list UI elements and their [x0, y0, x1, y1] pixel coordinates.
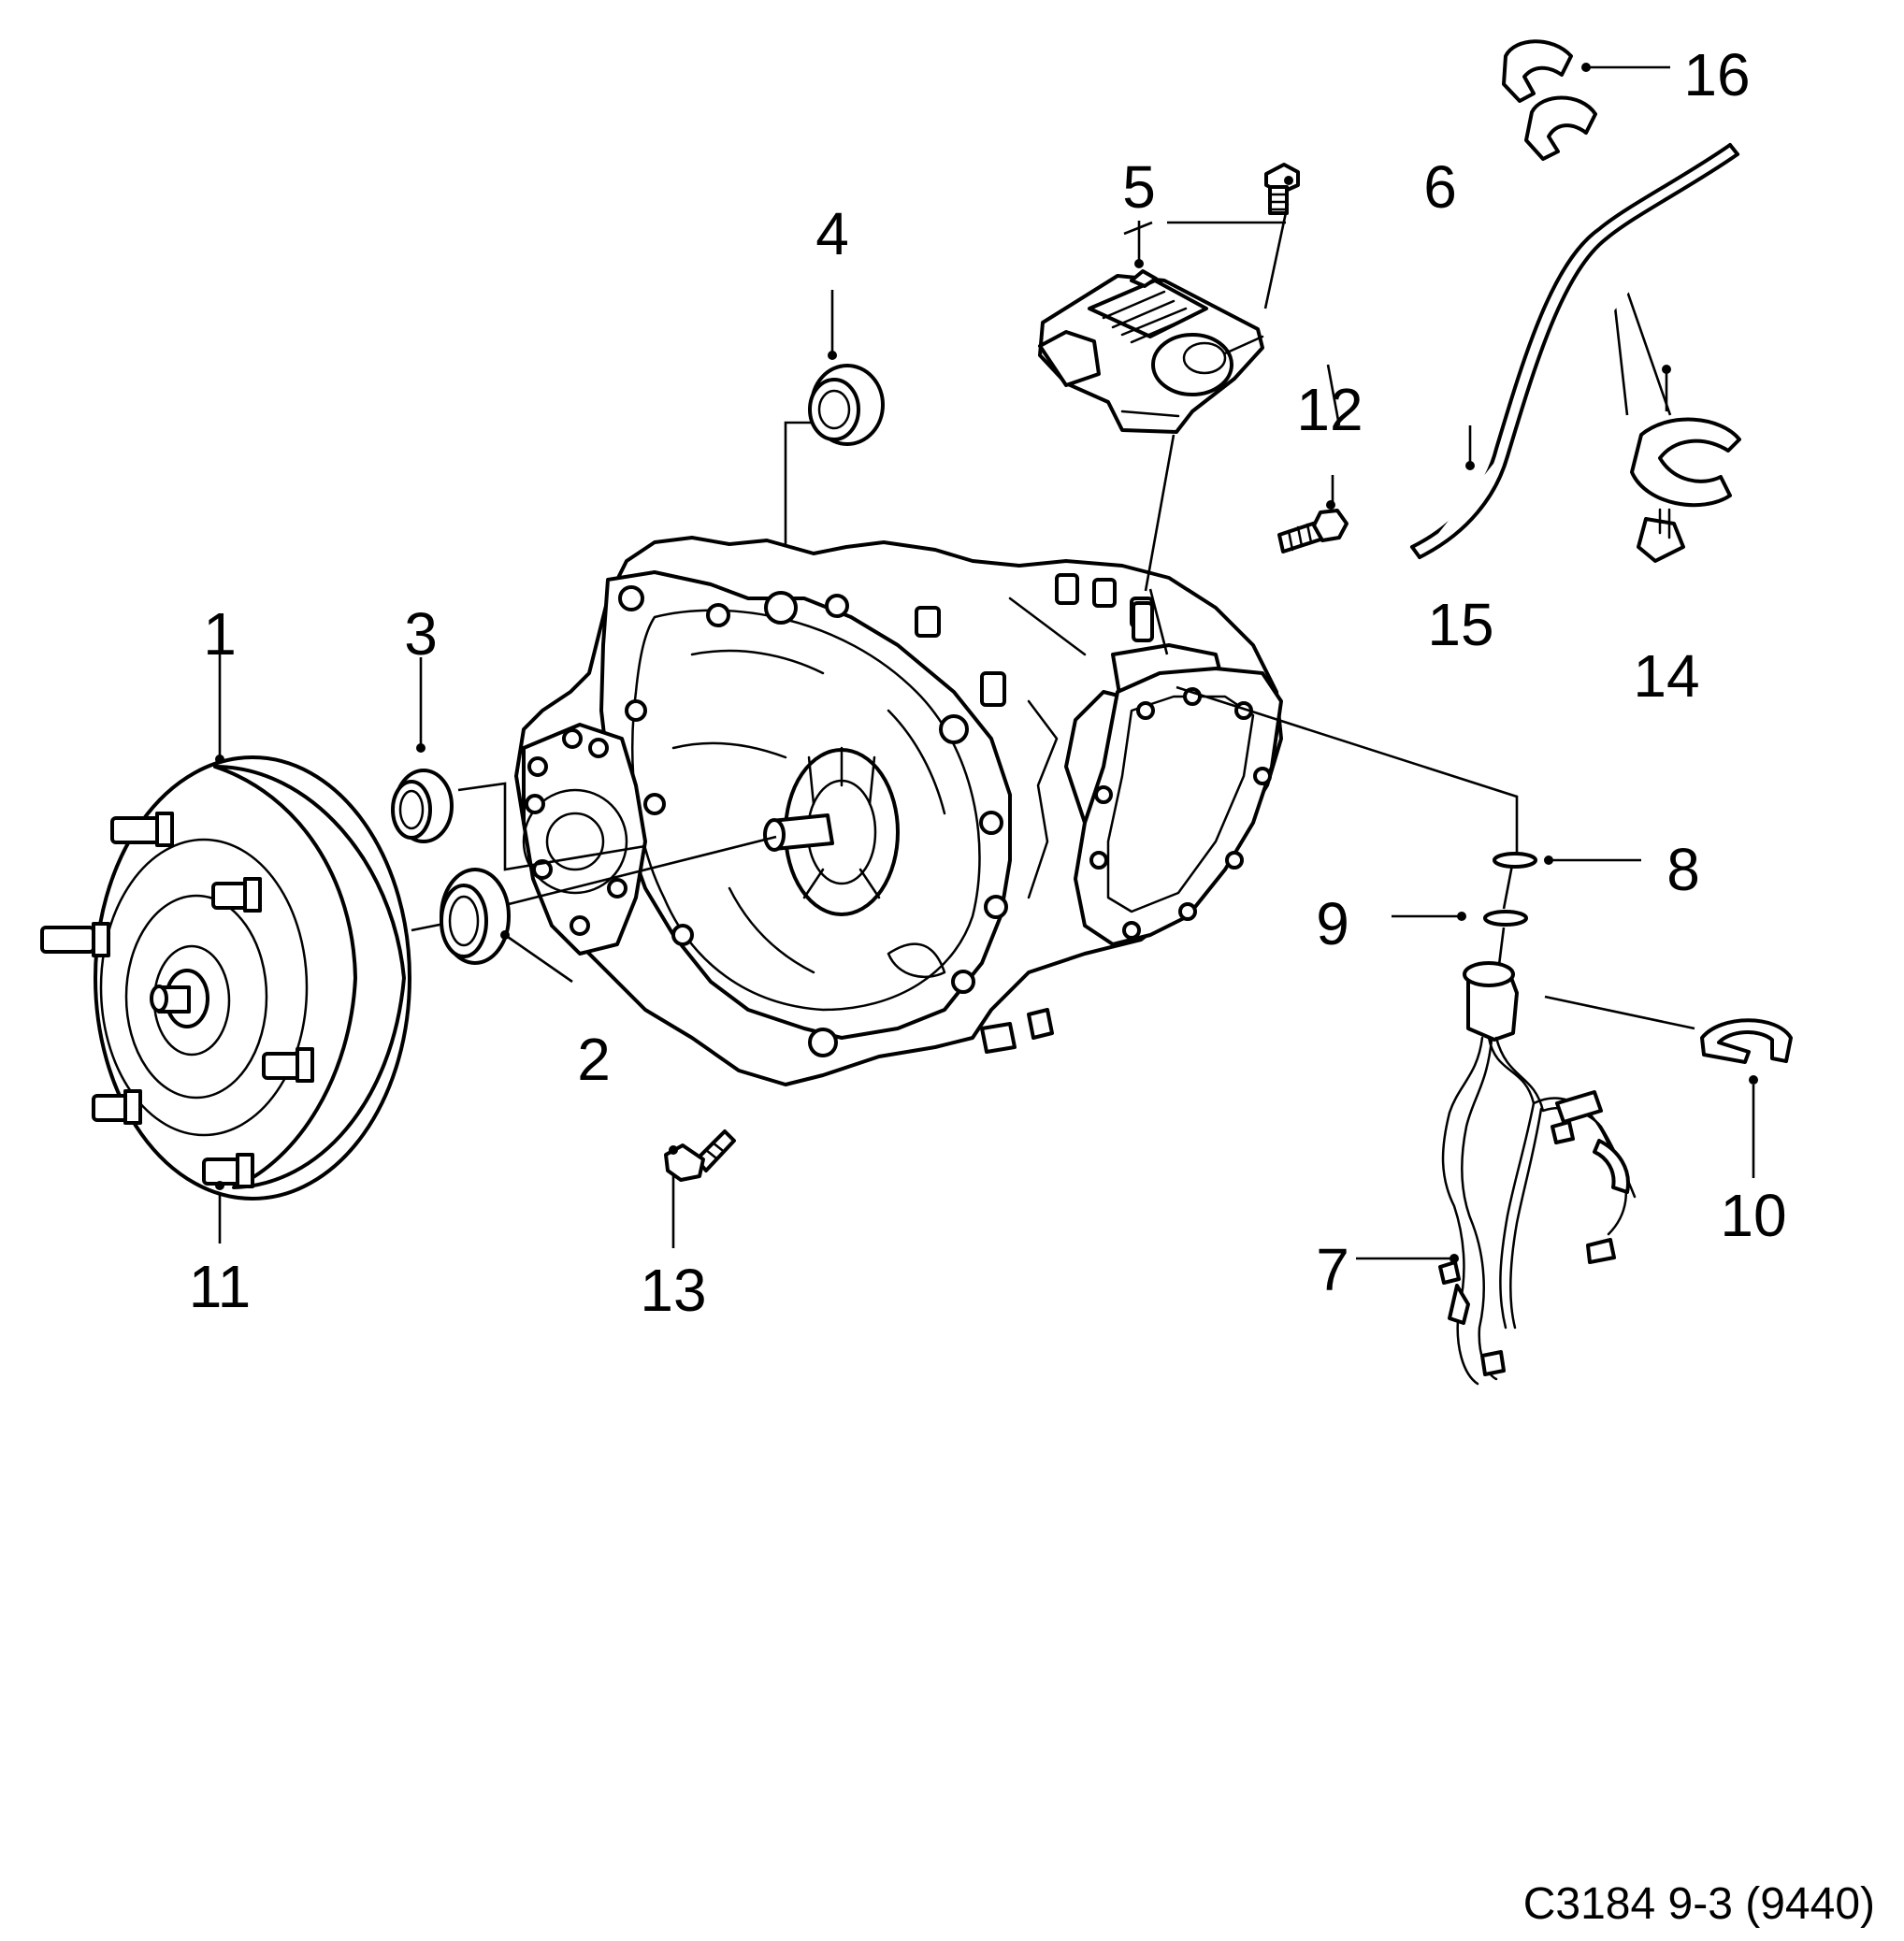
callout-15: 15 — [1427, 591, 1493, 658]
callout-12: 12 — [1296, 376, 1363, 443]
hose-clamp — [1630, 417, 1741, 563]
o-ring-8 — [1493, 852, 1537, 869]
callout-9: 9 — [1316, 890, 1349, 957]
callout-10: 10 — [1720, 1182, 1786, 1249]
output-seal — [808, 364, 885, 446]
bolt-12 — [1277, 509, 1349, 554]
callout-5: 5 — [1122, 153, 1156, 221]
wiring-harness — [1438, 961, 1637, 1386]
callout-7: 7 — [1316, 1236, 1349, 1303]
control-module — [1038, 269, 1264, 434]
callout-dots — [215, 63, 1758, 1263]
callout-4: 4 — [815, 200, 849, 267]
torque-converter — [40, 755, 411, 1201]
shaft-seal-lower — [440, 868, 511, 965]
callout-3: 3 — [404, 600, 438, 668]
callout-1: 1 — [203, 600, 237, 668]
callout-13: 13 — [640, 1257, 706, 1324]
shaft-seal-upper — [391, 769, 454, 843]
callout-2: 2 — [577, 1026, 611, 1093]
callout-6: 6 — [1423, 153, 1457, 221]
callout-11: 11 — [189, 1253, 251, 1320]
transmission-housing — [514, 536, 1283, 1086]
callout-8: 8 — [1666, 836, 1700, 903]
diagram-reference: C3184 9-3 (9440) — [1523, 1879, 1875, 1929]
o-ring-9 — [1483, 910, 1528, 927]
callout-14: 14 — [1633, 642, 1699, 710]
module-bolt — [1264, 163, 1300, 215]
bolt-13 — [664, 1129, 736, 1182]
callout-16: 16 — [1683, 41, 1750, 108]
vent-hose — [1410, 143, 1739, 559]
callout-labels: 1 2 3 4 5 6 7 8 9 10 11 12 13 14 15 16 — [189, 41, 1787, 1324]
converter-stud — [40, 812, 314, 1188]
clip-16 — [1502, 39, 1597, 161]
retaining-clip — [1700, 1018, 1793, 1064]
